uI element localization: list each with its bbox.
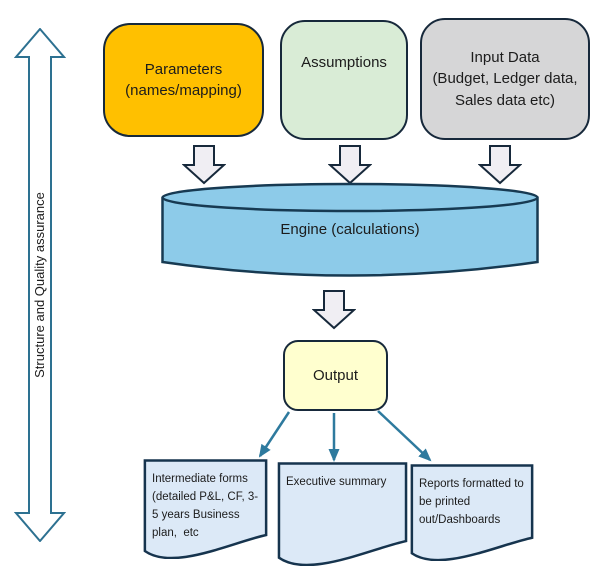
document-executive-summary-label: Executive summary (286, 476, 387, 488)
document-reports: Reports formatted to be printed out/Dash… (410, 464, 534, 561)
engine-cylinder-shape (161, 182, 539, 277)
box-output: Output (283, 340, 388, 411)
engine-label: Engine (calculations) (280, 221, 420, 238)
document-intermediate-forms: Intermediate forms (detailed P&L, CF, 3-… (143, 459, 268, 559)
box-assumptions: Assumptions (280, 20, 408, 140)
quality-assurance-label: Structure and Quality assurance (32, 192, 47, 378)
document-executive-summary: Executive summary (277, 462, 408, 566)
document-intermediate-forms-label: Intermediate forms (detailed P&L, CF, 3-… (152, 473, 259, 540)
document-shape (143, 459, 268, 559)
box-parameters-label: Parameters (names/mapping) (125, 60, 242, 99)
box-input-data: Input Data (Budget, Ledger data, Sales d… (420, 18, 590, 140)
document-shape (410, 464, 534, 561)
down-arrow-icon (182, 145, 226, 185)
box-assumptions-label: Assumptions (301, 54, 387, 71)
down-arrow-icon (478, 145, 522, 185)
double-vertical-arrow-icon (14, 28, 66, 542)
box-input-data-label: Input Data (Budget, Ledger data, Sales d… (432, 49, 578, 109)
down-arrow-icon (312, 290, 356, 330)
down-arrow-icon (328, 145, 372, 185)
box-output-label: Output (312, 366, 359, 384)
document-reports-label: Reports formatted to be printed out/Dash… (419, 478, 524, 527)
document-shape (277, 462, 408, 566)
box-parameters: Parameters (names/mapping) (103, 23, 264, 137)
output-connector-arrows (258, 410, 432, 462)
